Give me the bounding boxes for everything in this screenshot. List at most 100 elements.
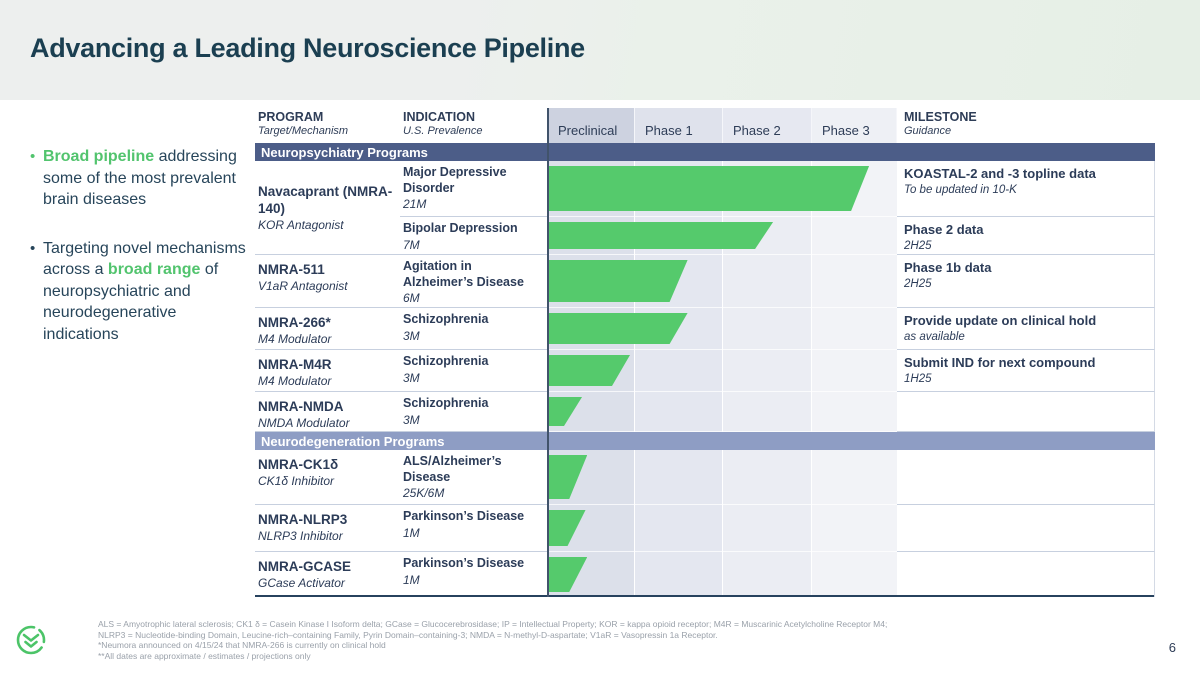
indication-name: Schizophrenia (403, 354, 489, 368)
milestone-title: Phase 1b data (904, 260, 992, 275)
chart-axis-line (547, 108, 549, 597)
indication-cell-mdd: Major Depressive Disorder 21M (400, 161, 548, 217)
chart-cell (548, 450, 897, 505)
footnotes: ALS = Amyotrophic lateral sclerosis; CK1… (98, 619, 1058, 661)
program-mechanism: M4 Modulator (258, 374, 332, 388)
program-header-label: PROGRAM (258, 110, 324, 124)
program-cell-nmra511: NMRA-511 V1aR Antagonist (255, 255, 400, 308)
progress-bar-nmragcase (548, 557, 587, 592)
milestone-title: Provide update on clinical hold (904, 313, 1097, 328)
program-cell-nmranmda: NMRA-NMDA NMDA Modulator (255, 392, 400, 432)
column-header-milestone: MILESTONE Guidance (897, 108, 1155, 143)
program-mechanism: CK1δ Inhibitor (258, 474, 335, 488)
indication-name: Major Depressive Disorder (403, 165, 507, 195)
footnote-clinical-hold: *Neumora announced on 4/15/24 that NMRA-… (98, 640, 386, 650)
program-name: NMRA-GCASE (258, 559, 351, 574)
bullet-broad-pipeline: • Broad pipeline addressing some of the … (30, 146, 252, 211)
program-mechanism: V1aR Antagonist (258, 279, 348, 293)
milestone-header-label: MILESTONE (904, 110, 977, 124)
indication-cell-bipolar: Bipolar Depression 7M (400, 217, 548, 255)
bullet-marker: • (30, 239, 36, 257)
chart-cell (548, 505, 897, 552)
indication-name: Agitation in Alzheimer’s Disease (403, 259, 524, 289)
sidebar-bullet-list: • Broad pipeline addressing some of the … (30, 146, 252, 372)
milestone-cell-empty (897, 392, 1155, 432)
highlight-text: broad range (107, 261, 201, 278)
progress-bar-nmra266 (548, 313, 688, 344)
column-header-indication: INDICATION U.S. Prevalence (400, 108, 548, 143)
progress-bar-nmrack1d (548, 455, 587, 499)
milestone-cell-phase2-data: Phase 2 data 2H25 (897, 217, 1155, 255)
bullet-marker: • (30, 148, 36, 165)
milestone-title: Phase 2 data (904, 222, 984, 237)
milestone-cell-empty (897, 505, 1155, 552)
milestone-guidance: as available (904, 331, 965, 343)
milestone-title: Submit IND for next compound (904, 355, 1096, 370)
phase-header-row: Preclinical Phase 1 Phase 2 Phase 3 (548, 108, 897, 143)
chart-cell (548, 217, 897, 255)
indication-header-sublabel: U.S. Prevalence (403, 125, 483, 137)
neumora-logo-icon (13, 622, 49, 663)
milestone-header-sublabel: Guidance (904, 125, 952, 137)
program-mechanism: M4 Modulator (258, 332, 332, 346)
program-name: NMRA-NLRP3 (258, 512, 348, 527)
indication-name: Schizophrenia (403, 396, 489, 410)
indication-name: ALS/Alzheimer’s Disease (403, 454, 502, 484)
milestone-title: KOASTAL-2 and -3 topline data (904, 166, 1096, 181)
indication-prevalence: 25K/6M (403, 486, 445, 500)
program-name: Navacaprant (NMRA-140) (258, 183, 393, 216)
indication-prevalence: 7M (403, 237, 420, 252)
progress-bar-nmranlrp3 (548, 510, 586, 546)
program-cell-nmragcase: NMRA-GCASE GCase Activator (255, 552, 400, 597)
page-title: Advancing a Leading Neuroscience Pipelin… (30, 33, 585, 63)
section-band-neurodegeneration: Neurodegeneration Programs (255, 432, 1155, 450)
milestone-cell-empty (897, 552, 1155, 597)
pipeline-table: PROGRAM Target/Mechanism INDICATION U.S.… (255, 108, 1155, 597)
phase-header-phase3: Phase 3 (812, 108, 897, 143)
program-name: NMRA-266* (258, 315, 331, 330)
program-name: NMRA-511 (258, 262, 325, 277)
bullet-rest-text: addressing some of the most prevalent br… (43, 148, 237, 208)
indication-name: Bipolar Depression (403, 221, 518, 235)
milestone-cell-phase1b-data: Phase 1b data 2H25 (897, 255, 1155, 308)
progress-bar-nmram4r (548, 355, 630, 386)
section-band-neuropsychiatry: Neuropsychiatry Programs (255, 143, 1155, 161)
milestone-cell-submit-ind: Submit IND for next compound 1H25 (897, 350, 1155, 392)
phase-header-preclinical: Preclinical (548, 108, 635, 143)
column-header-program: PROGRAM Target/Mechanism (255, 108, 400, 143)
program-cell-navacaprant: Navacaprant (NMRA-140) KOR Antagonist (255, 161, 400, 255)
bullet-novel-mechanisms: • Targeting novel mechanisms across a br… (30, 238, 252, 346)
chart-cell (548, 552, 897, 597)
progress-bar-nmra511 (548, 260, 688, 302)
indication-prevalence: 1M (403, 525, 420, 540)
program-cell-nmranlrp3: NMRA-NLRP3 NLRP3 Inhibitor (255, 505, 400, 552)
phase-header-phase1: Phase 1 (635, 108, 723, 143)
milestone-guidance: 1H25 (904, 373, 932, 385)
header-background (0, 0, 1200, 100)
indication-prevalence: 3M (403, 412, 420, 427)
indication-prevalence: 6M (403, 291, 420, 305)
milestone-guidance: 2H25 (904, 278, 932, 290)
progress-bar-nmranmda (548, 397, 582, 426)
page-number: 6 (1168, 640, 1176, 655)
chart-cell (548, 161, 897, 217)
indication-cell-parkinsons-1: Parkinson’s Disease 1M (400, 505, 548, 552)
chart-cell (548, 350, 897, 392)
milestone-cell-clinical-hold: Provide update on clinical hold as avail… (897, 308, 1155, 350)
phase-header-phase2: Phase 2 (723, 108, 812, 143)
indication-header-label: INDICATION (403, 110, 475, 124)
indication-cell-schizophrenia-2: Schizophrenia 3M (400, 350, 548, 392)
bullet-post-text: of neuropsychiatric and neurodegenerativ… (43, 261, 219, 343)
progress-bar-bipolar (548, 222, 773, 249)
program-mechanism: NLRP3 Inhibitor (258, 529, 343, 543)
footnote-abbreviations-2: NLRP3 = Nucleotide-binding Domain, Leuci… (98, 629, 718, 640)
bullet-text: Broad pipeline addressing some of the mo… (43, 146, 252, 211)
program-cell-nmram4r: NMRA-M4R M4 Modulator (255, 350, 400, 392)
milestone-guidance: To be updated in 10-K (904, 184, 1017, 196)
indication-cell-schizophrenia-3: Schizophrenia 3M (400, 392, 548, 432)
indication-name: Parkinson’s Disease (403, 556, 525, 570)
program-name: NMRA-M4R (258, 357, 332, 372)
bullet-text: Targeting novel mechanisms across a broa… (43, 238, 252, 346)
program-mechanism: GCase Activator (258, 576, 345, 590)
indication-name: Parkinson’s Disease (403, 509, 525, 523)
